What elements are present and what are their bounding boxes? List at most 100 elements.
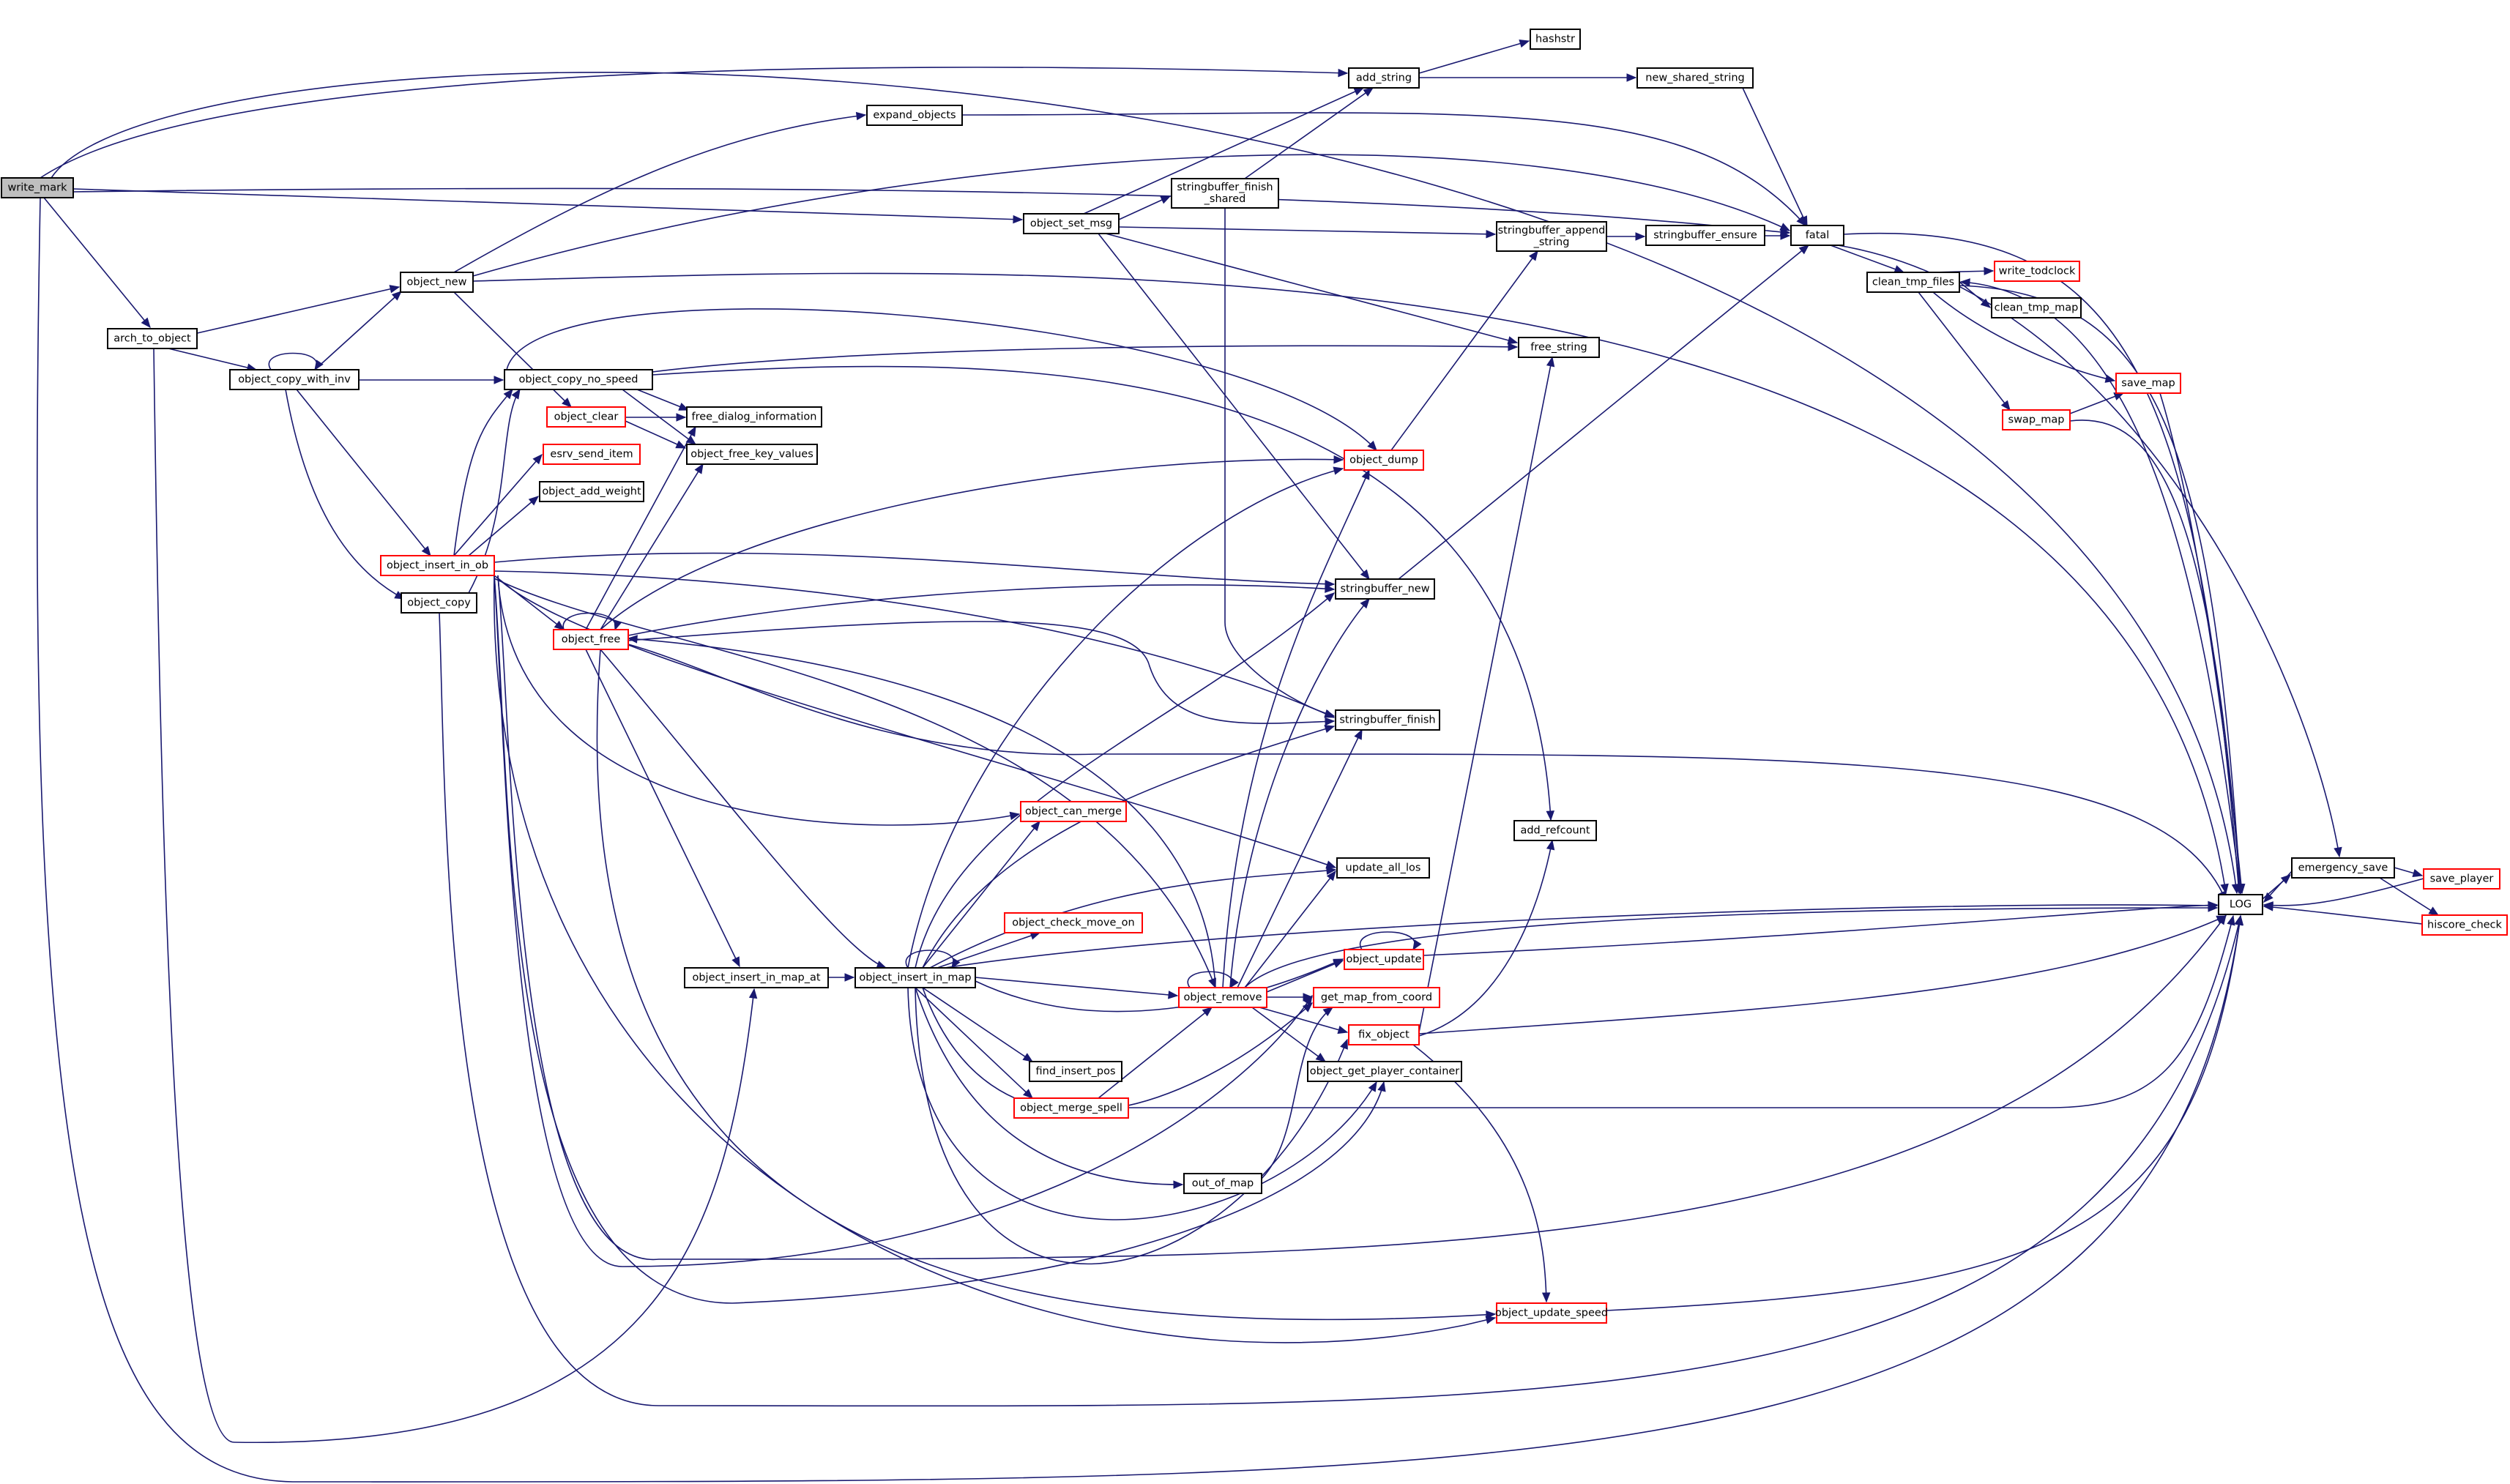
node-object-dump[interactable]: object_dump: [1344, 450, 1424, 471]
node-get-map-from-coord[interactable]: get_map_from_coord: [1313, 987, 1440, 1008]
node-object-insert-in-ob[interactable]: object_insert_in_ob: [380, 555, 495, 576]
node-emergency-save[interactable]: emergency_save: [2291, 857, 2395, 879]
edge-arrowhead: [676, 413, 687, 422]
node-box: [2002, 409, 2071, 430]
node-object-free[interactable]: object_free: [553, 629, 629, 650]
node-box: [2423, 868, 2500, 890]
edge-arch_to_object-to-object_new: [193, 285, 401, 335]
node-object-can-merge[interactable]: object_can_merge: [1020, 801, 1127, 822]
node-object-copy-with-inv[interactable]: object_copy_with_inv: [229, 369, 360, 390]
edge-line: [472, 154, 1790, 277]
node-swap-map[interactable]: swap_map: [2002, 409, 2071, 430]
node-clean-tmp-files[interactable]: clean_tmp_files: [1866, 272, 1960, 293]
node-label: object_copy: [407, 597, 471, 609]
edge-arrowhead: [1168, 991, 1179, 999]
node-label: stringbuffer_ensure: [1653, 230, 1757, 242]
node-box: [1866, 272, 1960, 293]
edge-line: [494, 578, 1216, 988]
node-stringbuffer-finish[interactable]: stringbuffer_finish: [1335, 709, 1440, 731]
node-stringbuffer-new[interactable]: stringbuffer_new: [1335, 578, 1435, 600]
node-new-shared-string[interactable]: new_shared_string: [1636, 67, 1754, 89]
node-clean-tmp-map[interactable]: clean_tmp_map: [1991, 297, 2082, 318]
node-object-insert-in-map-at[interactable]: object_insert_in_map_at: [684, 967, 829, 988]
edge-arrowhead: [1361, 469, 1370, 480]
node-fix-object[interactable]: fix_object: [1348, 1024, 1420, 1045]
edge-new_shared_string-to-fatal: [1742, 87, 1808, 227]
edge-object_remove-to-get_map_from_coord: [1267, 993, 1314, 1002]
node-object-remove[interactable]: object_remove: [1178, 987, 1267, 1008]
edge-arrowhead: [1324, 592, 1335, 603]
node-object-update-speed[interactable]: object_update_speed: [1495, 1302, 1608, 1324]
edge-object_remove-to-stringbuffer_new: [1229, 598, 1370, 988]
node-box: [1307, 1061, 1462, 1082]
edge-object_free-to-object_free_key_values: [600, 463, 704, 630]
edge-arrowhead: [1360, 569, 1370, 581]
node-update-all-los[interactable]: update_all_los: [1336, 857, 1430, 879]
node-save-player[interactable]: save_player: [2423, 868, 2500, 890]
node-esrv-send-item[interactable]: esrv_send_item: [543, 444, 641, 465]
node-box: [1348, 1024, 1420, 1045]
edge-arrowhead: [1009, 811, 1021, 821]
edge-line: [497, 578, 1336, 868]
node-free-string[interactable]: free_string: [1518, 337, 1600, 358]
node-stringbuffer-ensure[interactable]: stringbuffer_ensure: [1645, 225, 1765, 246]
node-arch-to-object[interactable]: arch_to_object: [107, 328, 198, 349]
node-find-insert-pos[interactable]: find_insert_pos: [1029, 1061, 1122, 1082]
node-stringbuffer-append-string[interactable]: stringbuffer_append_string: [1496, 221, 1607, 252]
node-LOG[interactable]: LOG: [2218, 894, 2263, 915]
node-save-map[interactable]: save_map: [2115, 373, 2181, 394]
edge-arrowhead: [1013, 215, 1024, 224]
edge-line: [1128, 915, 2234, 1108]
node-object-add-weight[interactable]: object_add_weight: [539, 481, 644, 502]
edge-object_insert_in_ob-to-update_all_los: [497, 578, 1337, 869]
edge-line: [929, 869, 1336, 969]
edge-arrowhead: [1325, 860, 1337, 869]
node-fatal[interactable]: fatal: [1790, 225, 1844, 246]
node-add-refcount[interactable]: add_refcount: [1513, 820, 1597, 841]
node-free-dialog-information[interactable]: free_dialog_information: [686, 406, 822, 428]
node-object-free-key-values[interactable]: object_free_key_values: [686, 444, 818, 465]
edge-object_free-to-object_update_speed: [596, 649, 1497, 1321]
edge-object_insert_in_map-to-object_dump: [907, 466, 1344, 969]
edge-arrowhead: [1326, 870, 1336, 881]
edge-line: [453, 114, 866, 273]
node-label: write_todclock: [1999, 266, 2076, 277]
edge-fatal-to-LOG: [1843, 232, 2243, 895]
node-box: [1994, 261, 2080, 282]
edge-line: [168, 348, 257, 370]
node-object-get-player-container[interactable]: object_get_player_container: [1307, 1061, 1462, 1082]
node-object-copy-no-speed[interactable]: object_copy_no_speed: [504, 369, 653, 390]
node-box: [400, 272, 474, 293]
node-object-new[interactable]: object_new: [400, 272, 474, 293]
edge-line: [1918, 291, 2011, 411]
node-hiscore-check[interactable]: hiscore_check: [2421, 914, 2508, 936]
node-write-mark[interactable]: write_mark: [1, 177, 74, 198]
edge-line: [907, 987, 1377, 1220]
node-box: [1344, 949, 1424, 970]
node-box: [866, 105, 963, 126]
node-add-string[interactable]: add_string: [1348, 67, 1420, 89]
node-object-set-msg[interactable]: object_set_msg: [1023, 213, 1120, 234]
edge-arrowhead: [1980, 298, 1991, 308]
edge-line: [494, 575, 1385, 1304]
node-stringbuffer-finish-shared[interactable]: stringbuffer_finish_shared: [1171, 178, 1279, 209]
node-label: stringbuffer_append: [1498, 225, 1606, 236]
node-hashstr[interactable]: hashstr: [1530, 29, 1581, 50]
edge-line: [1261, 1007, 1333, 1179]
node-object-copy[interactable]: object_copy: [401, 592, 477, 614]
node-out-of-map[interactable]: out_of_map: [1183, 1173, 1262, 1194]
edge-arrowhead: [1360, 598, 1370, 609]
node-object-merge-spell[interactable]: object_merge_spell: [1013, 1097, 1129, 1119]
node-object-check-move-on[interactable]: object_check_move_on: [1004, 912, 1143, 933]
node-object-insert-in-map[interactable]: object_insert_in_map: [854, 967, 976, 988]
node-object-update[interactable]: object_update: [1344, 949, 1424, 970]
edge-arrowhead: [1486, 1310, 1497, 1319]
node-write-todclock[interactable]: write_todclock: [1994, 261, 2080, 282]
edge-arrowhead: [2235, 914, 2244, 926]
edge-arrowhead: [532, 454, 543, 465]
edge-arrowhead: [1519, 40, 1530, 48]
edge-object_remove-to-object_remove: [1187, 971, 1239, 989]
node-expand-objects[interactable]: expand_objects: [866, 105, 963, 126]
node-object-clear[interactable]: object_clear: [546, 406, 626, 428]
edge-arrowhead: [2412, 869, 2424, 878]
